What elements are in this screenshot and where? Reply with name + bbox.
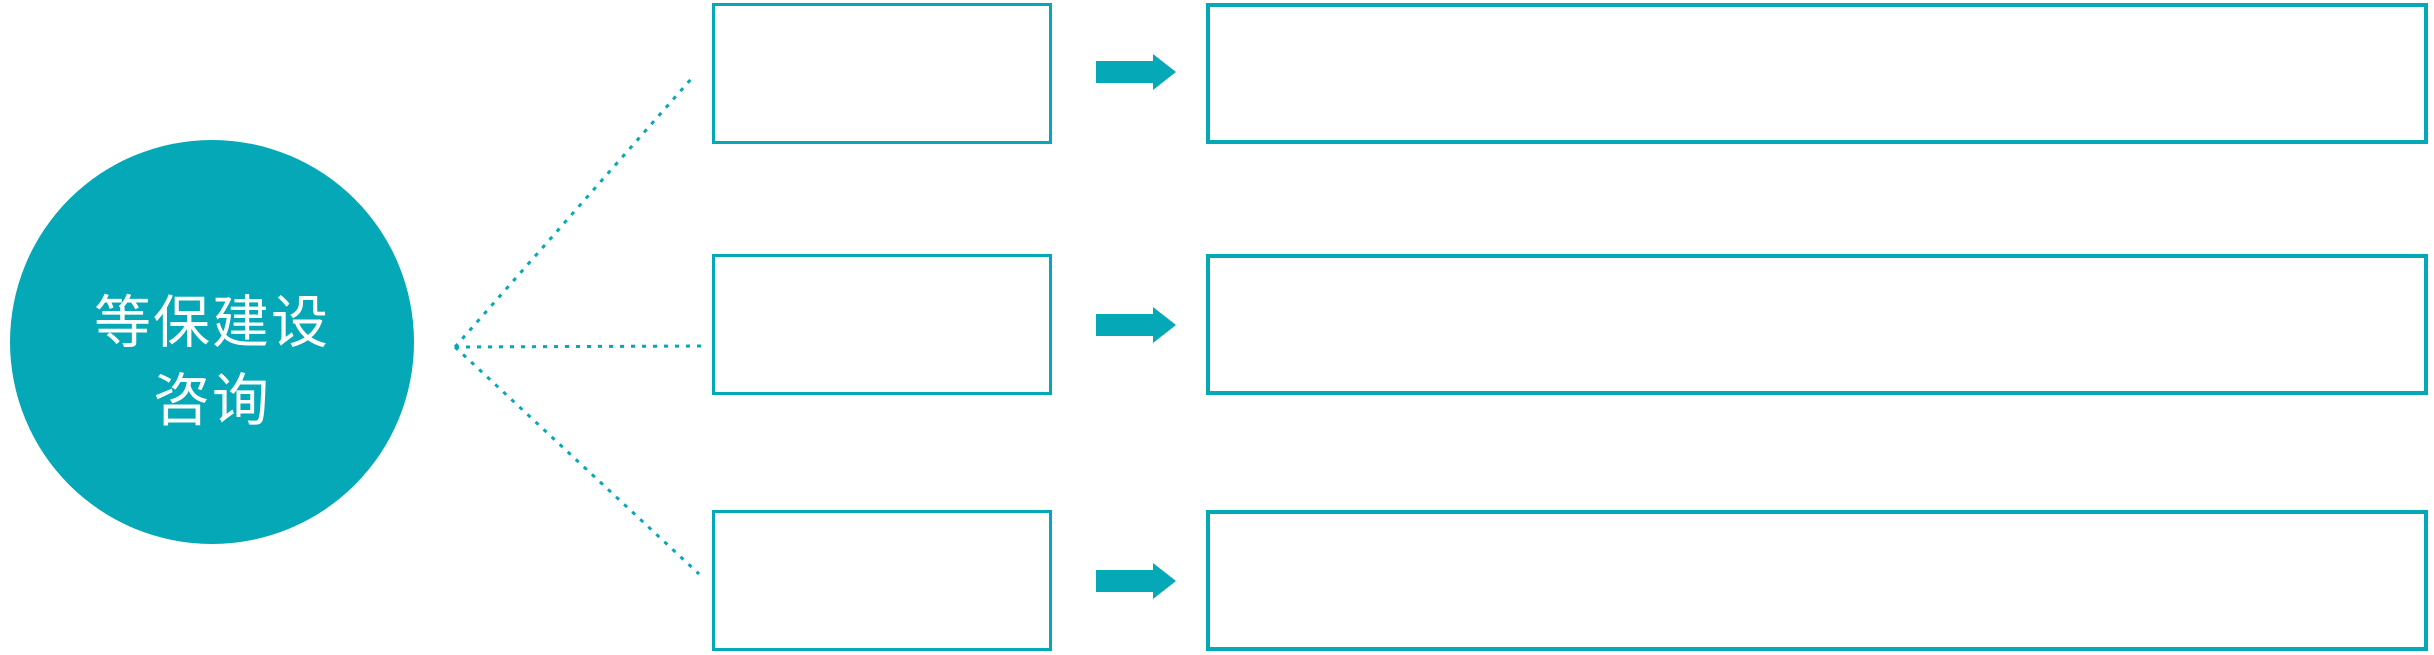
category-box-2-label	[715, 257, 1049, 392]
category-box-1	[712, 3, 1052, 144]
detail-box-3-label	[1210, 514, 2424, 647]
detail-box-2-label	[1210, 258, 2424, 391]
category-box-3-label	[715, 513, 1049, 648]
category-box-3	[712, 510, 1052, 651]
right-block-arrow-icon	[1096, 54, 1176, 90]
detail-box-1	[1206, 3, 2428, 144]
dotted-connector-line-top	[453, 77, 694, 348]
dotted-connector-line-bottom	[453, 345, 701, 576]
hub-circle: 等保建设 咨询	[10, 140, 414, 544]
detail-box-2	[1206, 254, 2428, 395]
right-block-arrow-icon	[1096, 307, 1176, 343]
right-block-arrow-icon	[1096, 563, 1176, 599]
hub-label: 等保建设 咨询	[94, 284, 330, 440]
detail-box-3	[1206, 510, 2428, 651]
detail-box-1-label	[1210, 7, 2424, 140]
dotted-connector-line-middle	[454, 344, 705, 349]
hub-label-line2: 咨询	[153, 368, 271, 434]
category-box-1-label	[715, 6, 1049, 141]
hub-label-line1: 等保建设	[94, 290, 330, 356]
category-box-2	[712, 254, 1052, 395]
